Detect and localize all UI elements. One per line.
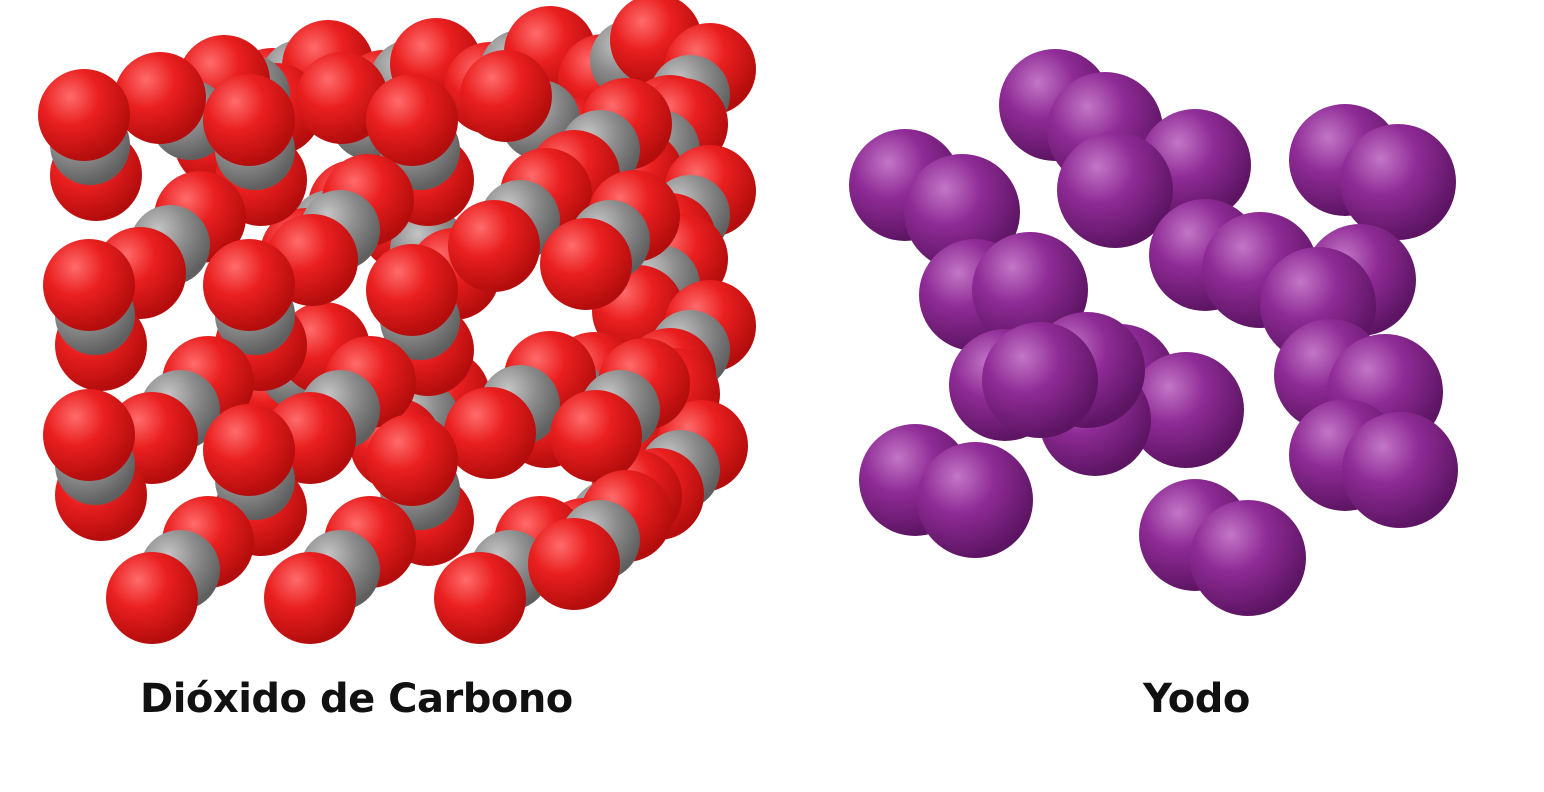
co2-molecule xyxy=(264,336,416,484)
co2-molecule xyxy=(203,239,307,391)
iodine-molecule xyxy=(859,424,1033,558)
oxygen-atom xyxy=(366,244,458,336)
co2-molecule xyxy=(38,69,142,221)
oxygen-atom xyxy=(203,74,295,166)
oxygen-atom xyxy=(540,218,632,310)
co2-molecule xyxy=(528,470,672,610)
iodine-molecule xyxy=(1139,479,1306,616)
oxygen-atom xyxy=(366,74,458,166)
co2-molecule xyxy=(540,170,680,310)
oxygen-atom xyxy=(460,50,552,142)
iodine-atom xyxy=(1190,500,1306,616)
oxygen-atom xyxy=(114,52,206,144)
co2-molecule xyxy=(550,338,690,482)
iodine-label: Yodo xyxy=(1143,676,1250,722)
oxygen-atom xyxy=(528,518,620,610)
carbon-dioxide-model xyxy=(0,0,772,660)
iodine-model xyxy=(772,0,1544,660)
oxygen-atom xyxy=(434,552,526,644)
oxygen-atom xyxy=(43,389,135,481)
co2-molecule xyxy=(43,389,147,541)
carbon-dioxide-molecules xyxy=(38,0,756,644)
iodine-molecules xyxy=(849,49,1458,616)
co2-molecule xyxy=(264,496,416,644)
oxygen-atom xyxy=(106,552,198,644)
iodine-atom xyxy=(904,154,1020,270)
co2-molecule xyxy=(448,148,592,292)
oxygen-atom xyxy=(444,387,536,479)
oxygen-atom xyxy=(296,52,388,144)
oxygen-atom xyxy=(366,414,458,506)
iodine-atom xyxy=(1340,124,1456,240)
co2-molecule xyxy=(106,496,254,644)
iodine-molecule xyxy=(1289,399,1458,528)
oxygen-atom xyxy=(43,239,135,331)
oxygen-atom xyxy=(448,200,540,292)
iodine-atom xyxy=(1342,412,1458,528)
iodine-molecule xyxy=(949,322,1098,441)
carbon-dioxide-label: Dióxido de Carbono xyxy=(140,676,573,722)
oxygen-atom xyxy=(550,390,642,482)
iodine-atom xyxy=(1128,352,1244,468)
iodine-atom xyxy=(982,322,1098,438)
iodine-molecule xyxy=(919,232,1088,351)
oxygen-atom xyxy=(38,69,130,161)
oxygen-atom xyxy=(203,239,295,331)
iodine-molecule xyxy=(1289,104,1456,240)
co2-molecule xyxy=(43,239,147,391)
oxygen-atom xyxy=(203,404,295,496)
iodine-atom xyxy=(972,232,1088,348)
oxygen-atom xyxy=(264,552,356,644)
iodine-molecule xyxy=(849,129,1020,270)
iodine-molecule xyxy=(1057,109,1251,248)
iodine-atom xyxy=(917,442,1033,558)
co2-molecule xyxy=(444,331,596,479)
iodine-atom xyxy=(1057,132,1173,248)
